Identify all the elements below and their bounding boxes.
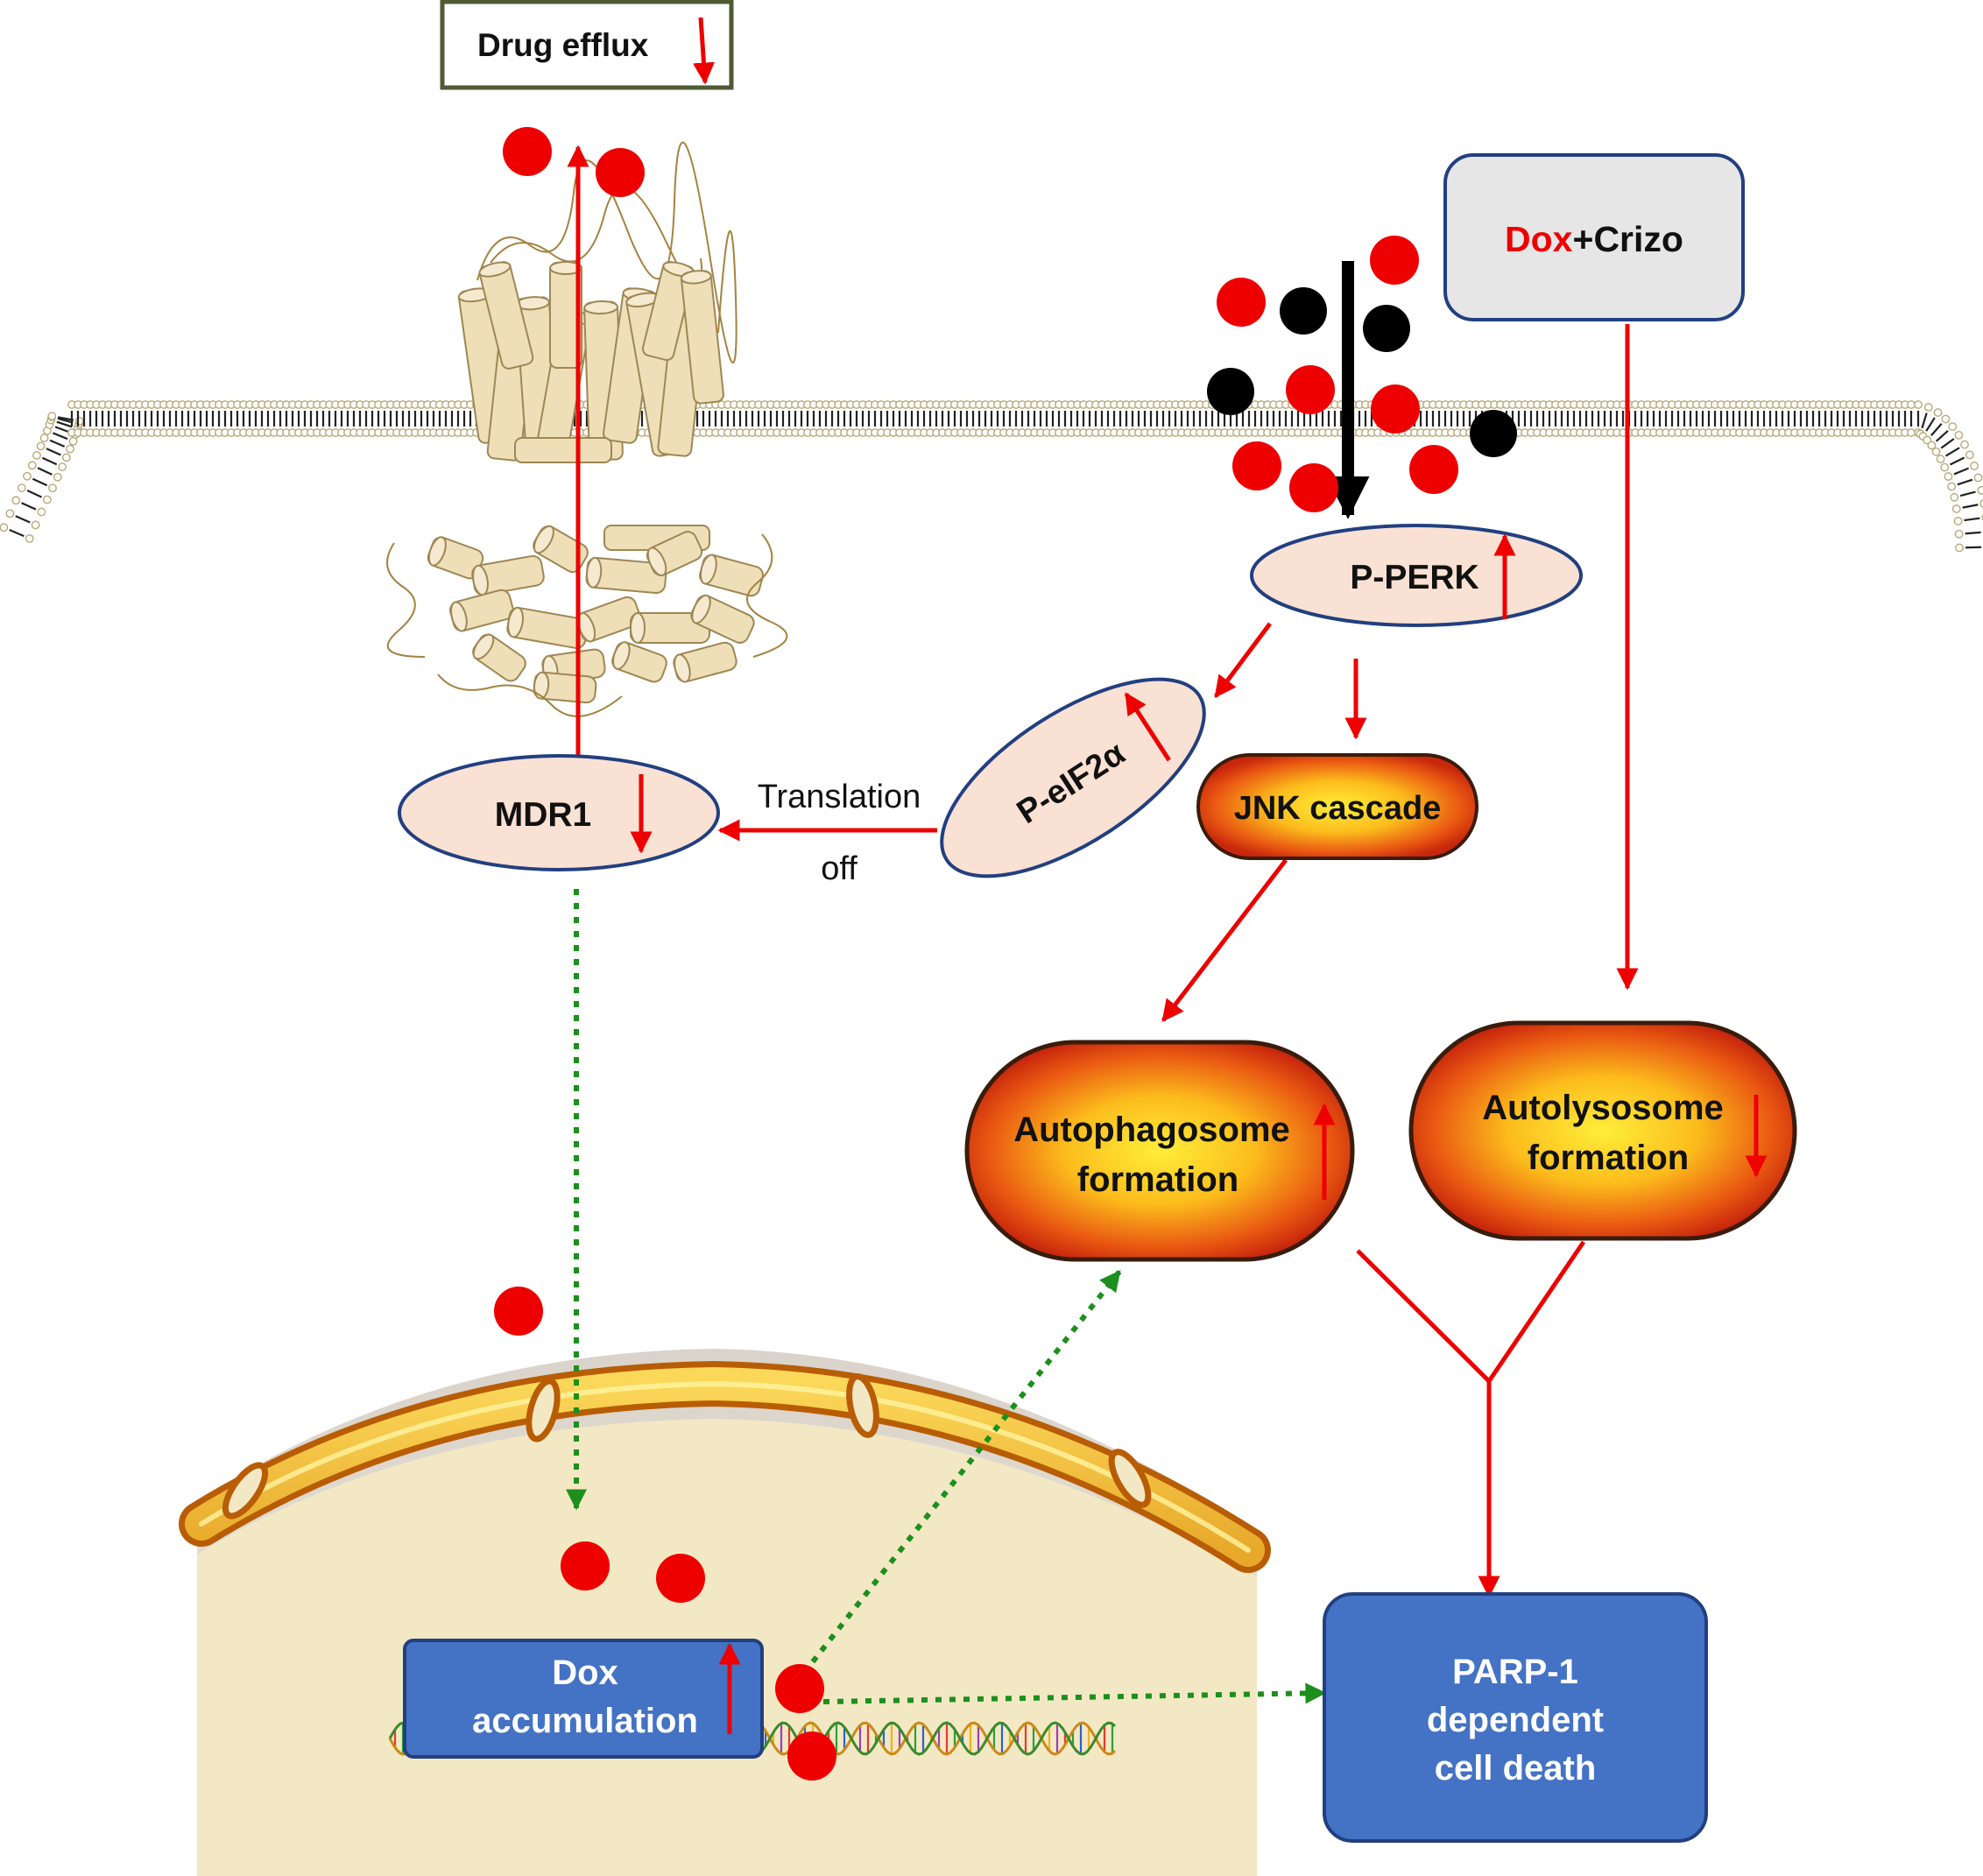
p-perk-node: P-PERK (1250, 524, 1583, 627)
merge-lines (1356, 1240, 1586, 1385)
drug-efflux-label: Drug efflux (477, 27, 649, 63)
doxorubicin-dot-icon (596, 148, 645, 197)
jnk-cascade-label: JNK cascade (1234, 790, 1442, 827)
nuclear-envelope (179, 1360, 1271, 1573)
doxorubicin-dot-icon (1370, 236, 1419, 285)
crizotinib-dot-icon (1280, 287, 1327, 335)
autolysosome-label-line1: Autolysosome (1482, 1089, 1724, 1127)
mdr1-label: MDR1 (495, 796, 592, 834)
dox-to-autophagosome-arrow (801, 1270, 1122, 1675)
mdr1-node: MDR1 (398, 754, 720, 871)
translation-label: Translation (758, 779, 921, 815)
drug-particles (494, 127, 1517, 1781)
autophagosome-formation-node: Autophagosome formation (964, 1040, 1355, 1262)
mdr1-transporter-icon (386, 141, 788, 717)
doxorubicin-dot-icon (1217, 278, 1266, 327)
dotted-arrows (566, 889, 1327, 1704)
crizotinib-dot-icon (1470, 410, 1517, 457)
parp-label-line1: PARP-1 (1452, 1653, 1578, 1691)
doxorubicin-dot-icon (1409, 445, 1458, 494)
jnk-cascade-node: JNK cascade (1196, 753, 1478, 860)
autolysosome-label-line2: formation (1528, 1139, 1689, 1177)
drug-efflux-box: Drug efflux (440, 0, 734, 90)
treatment-box: Dox+Crizo (1443, 153, 1745, 321)
parp1-cell-death-node: PARP-1 dependent cell death (1323, 1592, 1708, 1843)
doxorubicin-dot-icon (656, 1554, 705, 1603)
autophagosome-label-line1: Autophagosome (1013, 1111, 1290, 1149)
off-label: off (821, 850, 857, 887)
nucleus (179, 1349, 1271, 1876)
doxorubicin-dot-icon (1232, 441, 1281, 490)
crizotinib-dot-icon (1363, 305, 1410, 352)
doxorubicin-dot-icon (561, 1541, 610, 1590)
increase-arrow-icon (1124, 692, 1171, 762)
pathway-arrows (567, 145, 1639, 1598)
parp-label-line3: cell death (1435, 1749, 1597, 1788)
autolysosome-formation-node: Autolysosome formation (1408, 1020, 1797, 1241)
doxorubicin-dot-icon (503, 127, 552, 176)
doxorubicin-dot-icon (775, 1664, 824, 1713)
perk-to-eif2a-arrow (1213, 622, 1273, 699)
doxorubicin-dot-icon (787, 1731, 836, 1781)
p-eif2a-node: P-eIF2α (940, 677, 1206, 878)
doxorubicin-dot-icon (1286, 365, 1335, 414)
dox-accumulation-label-line1: Dox (552, 1654, 618, 1692)
autophagosome-label-line2: formation (1077, 1160, 1238, 1199)
treatment-dox-label: Dox (1505, 219, 1573, 259)
cell-membrane (0, 400, 1983, 553)
dox-accumulation-node: Dox accumulation (403, 1639, 764, 1759)
crizotinib-dot-icon (1207, 368, 1254, 415)
p-perk-label: P-PERK (1350, 559, 1478, 596)
doxorubicin-dot-icon (1289, 463, 1338, 512)
dox-accumulation-label-line2: accumulation (472, 1702, 698, 1740)
parp-label-line2: dependent (1427, 1701, 1604, 1739)
treatment-crizo-label: +Crizo (1573, 219, 1683, 259)
doxorubicin-dot-icon (1371, 384, 1420, 434)
jnk-to-autophagosome-arrow (1161, 858, 1288, 1022)
doxorubicin-dot-icon (494, 1287, 543, 1336)
decrease-arrow-icon (693, 17, 715, 85)
svg-text:Dox+Crizo: Dox+Crizo (1505, 219, 1683, 259)
